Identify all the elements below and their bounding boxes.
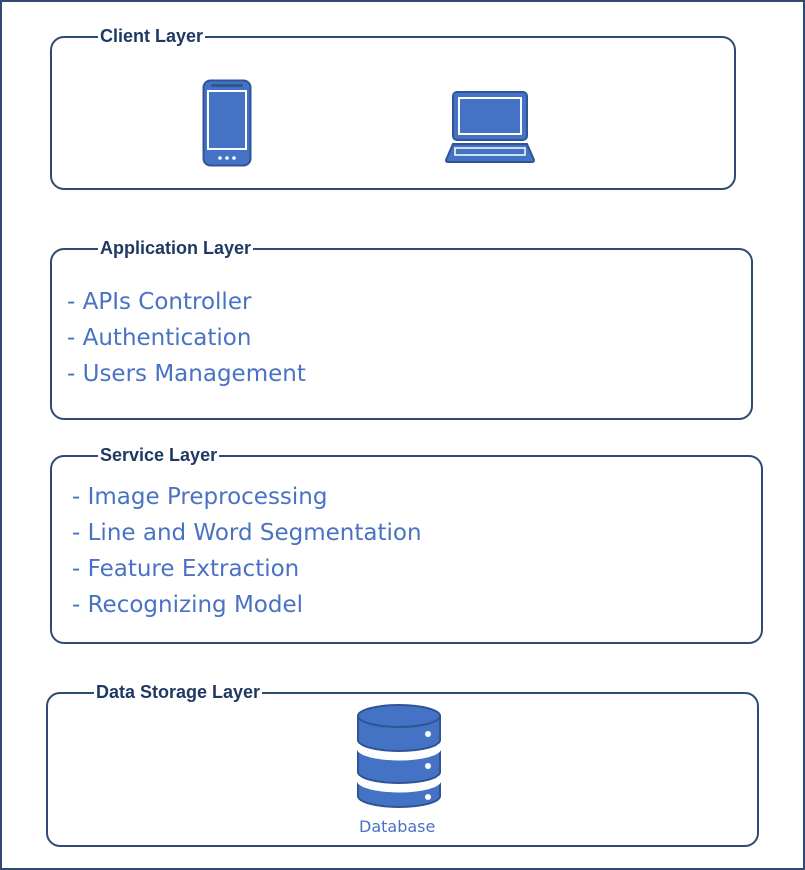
database-label: Database	[359, 817, 436, 836]
application-item-apis-controller: - APIs Controller	[67, 289, 252, 315]
service-layer-title: Service Layer	[98, 444, 220, 466]
service-item-line-word-segmentation: - Line and Word Segmentation	[72, 520, 422, 546]
mobile-phone-icon	[202, 79, 252, 167]
service-layer-box: Service Layer - Image Preprocessing - Li…	[50, 444, 763, 644]
laptop-icon	[445, 91, 535, 163]
client-layer-box: Client Layer	[50, 25, 736, 190]
service-item-feature-extraction: - Feature Extraction	[72, 556, 300, 582]
application-layer-box: Application Layer - APIs Controller - Au…	[50, 237, 753, 420]
service-item-image-preprocessing: - Image Preprocessing	[72, 484, 328, 510]
service-item-recognizing-model: - Recognizing Model	[72, 592, 303, 618]
application-layer-list: - APIs Controller - Authentication - Use…	[67, 284, 306, 392]
database-icon	[356, 704, 442, 808]
data-storage-layer-title: Data Storage Layer	[94, 681, 263, 703]
service-layer-list: - Image Preprocessing - Line and Word Se…	[72, 479, 422, 623]
data-storage-layer-box: Data Storage Layer Database	[46, 681, 759, 847]
client-layer-title: Client Layer	[98, 25, 206, 47]
application-item-users-management: - Users Management	[67, 361, 306, 387]
application-item-authentication: - Authentication	[67, 325, 252, 351]
application-layer-title: Application Layer	[98, 237, 254, 259]
